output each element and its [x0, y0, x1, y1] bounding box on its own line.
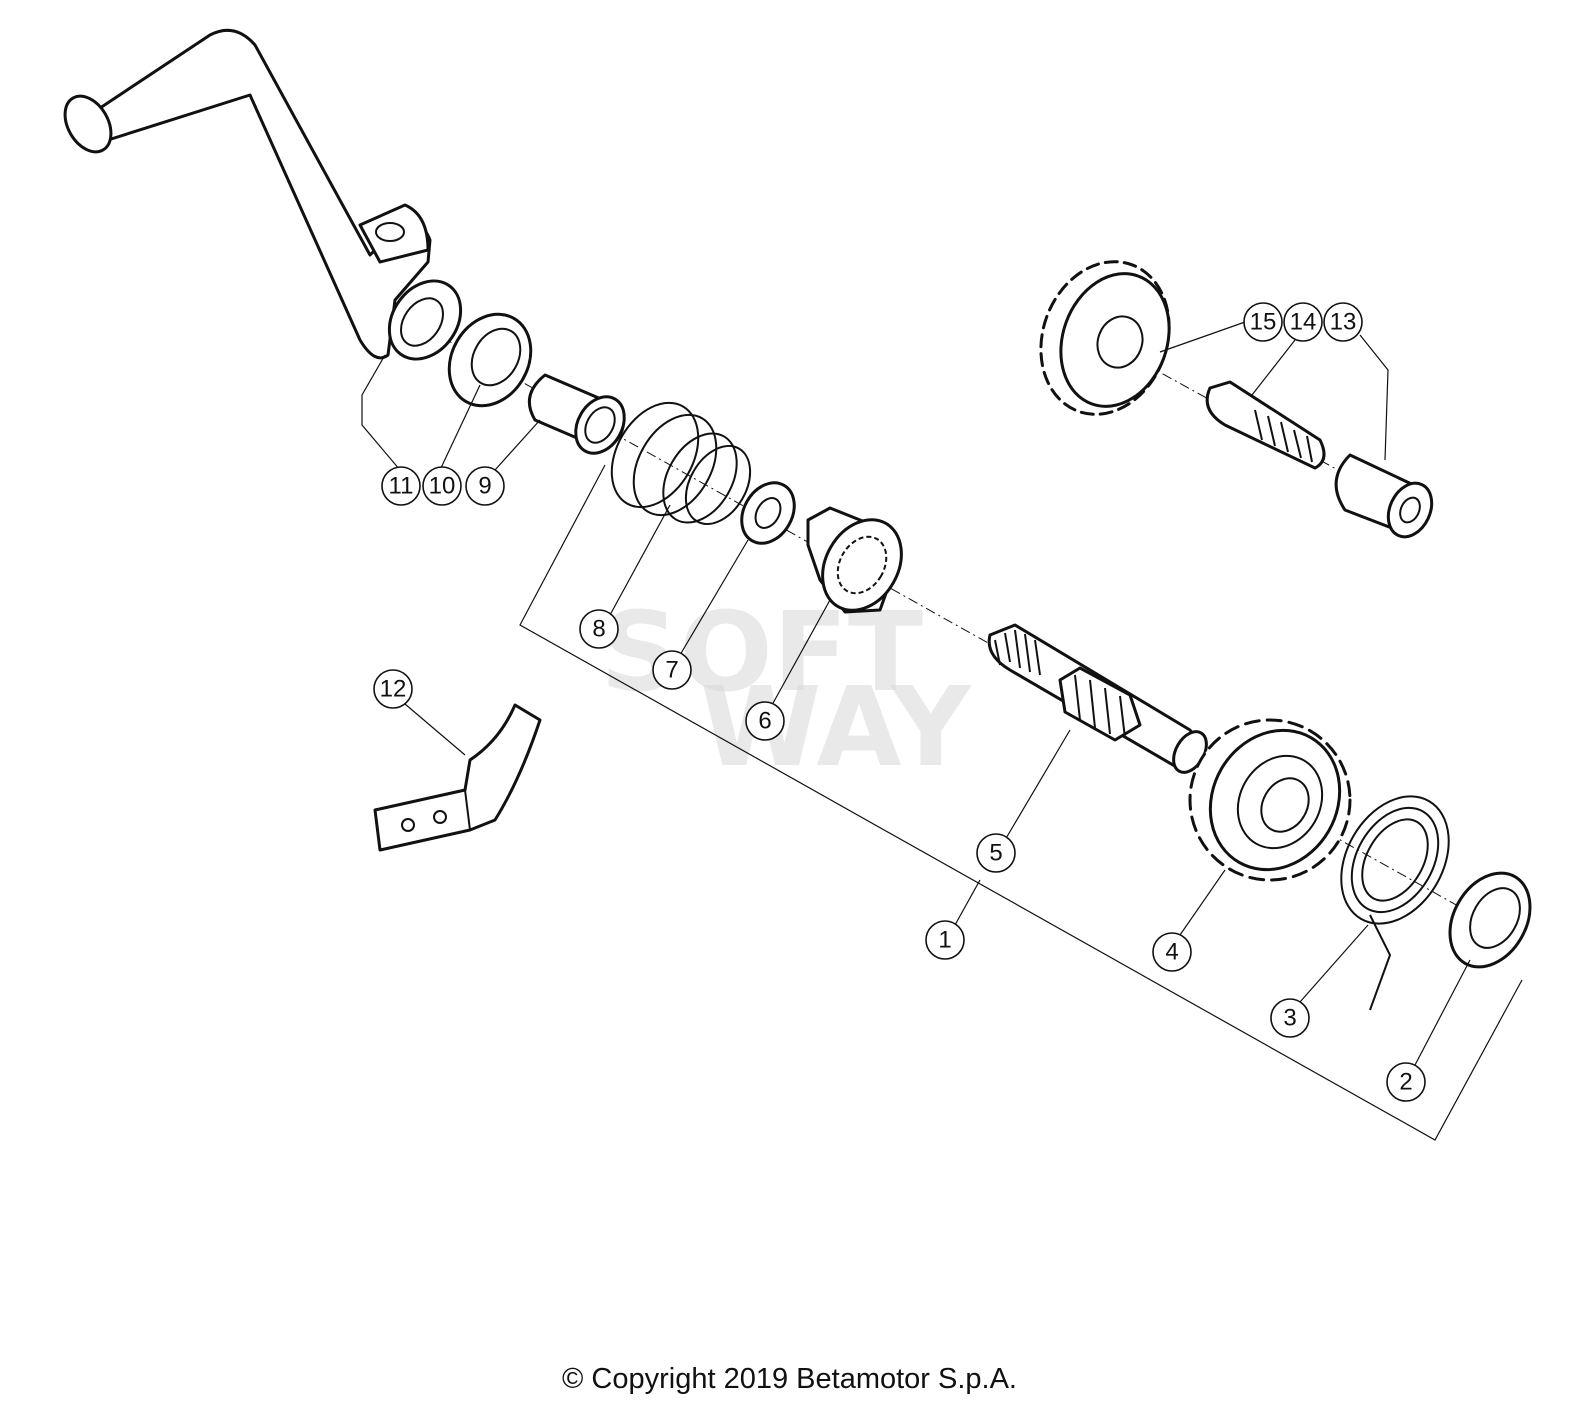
- svg-text:6: 6: [758, 708, 771, 735]
- assembly-bracket: [519, 464, 1523, 1141]
- svg-text:1: 1: [938, 927, 951, 954]
- callout-2: 2: [1386, 1062, 1426, 1102]
- svg-text:8: 8: [592, 616, 605, 643]
- callout-14: 14: [1283, 302, 1323, 342]
- washer-part: [740, 481, 796, 545]
- return-spring-part: [1340, 795, 1450, 1011]
- kick-shaft-part: [987, 623, 1208, 774]
- callout-3: 3: [1270, 998, 1310, 1038]
- callout-8: 8: [579, 609, 619, 649]
- svg-text:13: 13: [1330, 309, 1357, 336]
- svg-text:2: 2: [1399, 1069, 1412, 1096]
- callout-15: 15: [1243, 302, 1283, 342]
- stop-plate-part: [373, 703, 542, 852]
- callout-10: 10: [422, 466, 462, 506]
- callout-4: 4: [1152, 932, 1192, 972]
- svg-text:7: 7: [665, 657, 678, 684]
- svg-text:3: 3: [1283, 1005, 1296, 1032]
- callout-7: 7: [652, 650, 692, 690]
- callout-6: 6: [745, 701, 785, 741]
- svg-text:15: 15: [1250, 309, 1277, 336]
- watermark: SOFT WAY: [600, 588, 972, 791]
- svg-text:14: 14: [1290, 309, 1317, 336]
- callout-11: 11: [381, 466, 421, 506]
- svg-text:4: 4: [1165, 939, 1178, 966]
- leader-lines: [361, 321, 1471, 1066]
- ratchet-part: [806, 506, 903, 614]
- callout-5: 5: [976, 833, 1016, 873]
- spring-part: [610, 401, 752, 525]
- callout-12: 12: [373, 669, 413, 709]
- callout-9: 9: [465, 466, 505, 506]
- idler-bushing-part: [1334, 453, 1434, 539]
- svg-text:5: 5: [989, 840, 1002, 867]
- seal-ring-part: [447, 312, 533, 408]
- callout-1: 1: [925, 920, 965, 960]
- callout-13: 13: [1323, 302, 1363, 342]
- svg-text:9: 9: [478, 473, 491, 500]
- kick-lever-part: [63, 28, 463, 361]
- svg-text:12: 12: [380, 676, 407, 703]
- end-washer-part: [1448, 871, 1532, 969]
- svg-text:10: 10: [429, 473, 456, 500]
- svg-text:11: 11: [389, 473, 414, 500]
- bushing-part: [527, 373, 626, 455]
- idler-pin-part: [1205, 380, 1326, 470]
- gear-part: [1188, 718, 1352, 882]
- watermark-line2: WAY: [700, 663, 972, 791]
- idler-gear-part: [1039, 260, 1171, 416]
- copyright-text: © Copyright 2019 Betamotor S.p.A.: [562, 1363, 1017, 1395]
